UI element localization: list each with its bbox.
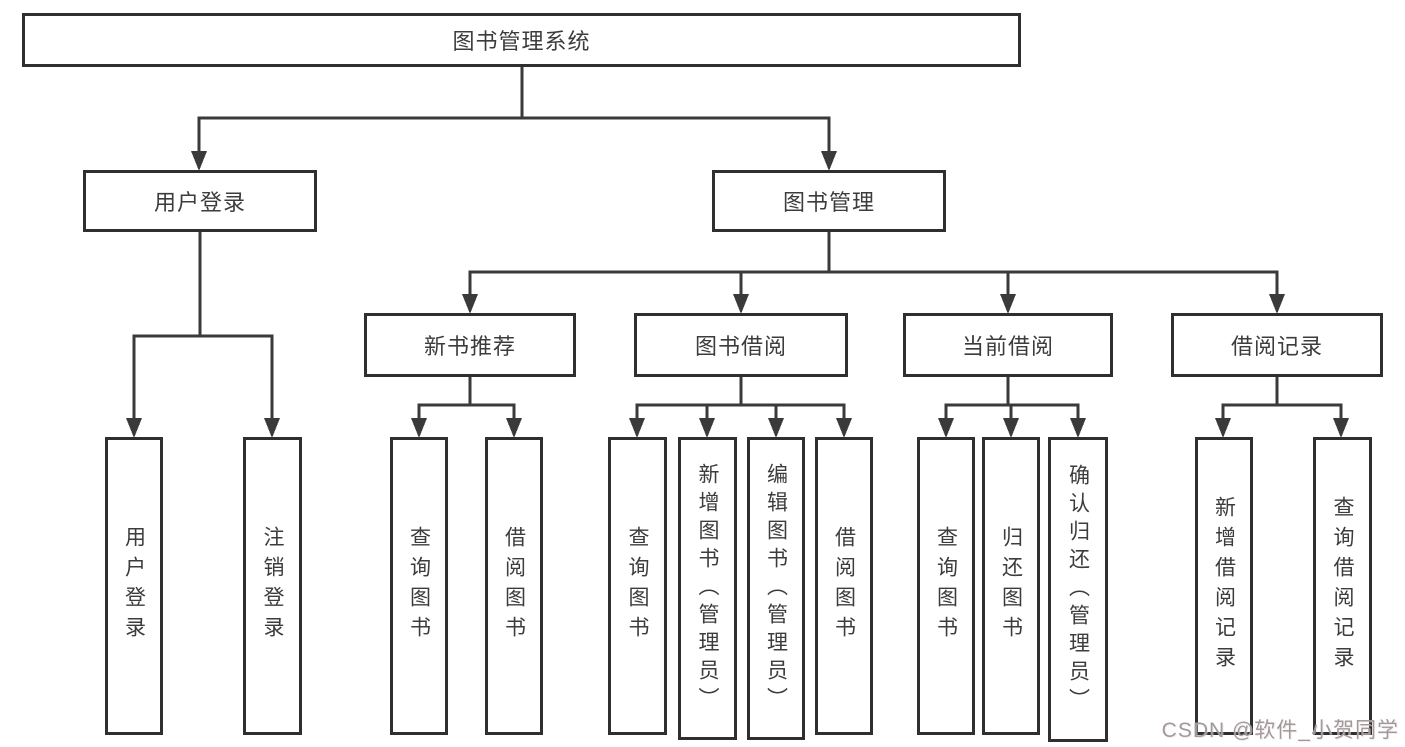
node-current-borrow: 当前借阅 <box>903 313 1113 377</box>
node-leaf-borrow-books-recommend: 借阅图书 <box>485 437 543 735</box>
node-borrow-records: 借阅记录 <box>1171 313 1383 377</box>
node-leaf-query-borrow-record: 查询借阅记录 <box>1313 437 1372 735</box>
node-leaf-user-login: 用户登录 <box>105 437 163 735</box>
node-new-book-recommend: 新书推荐 <box>364 313 576 377</box>
node-root: 图书管理系统 <box>22 13 1021 67</box>
node-leaf-borrow-books: 借阅图书 <box>815 437 873 735</box>
node-leaf-query-books-current: 查询图书 <box>917 437 975 735</box>
node-leaf-query-books-recommend: 查询图书 <box>390 437 448 735</box>
node-leaf-edit-book-admin: 编辑图书（管理员） <box>747 437 805 740</box>
node-leaf-confirm-return-admin: 确认归还（管理员） <box>1048 437 1108 742</box>
node-leaf-add-book-admin: 新增图书（管理员） <box>678 437 737 740</box>
node-leaf-return-books: 归还图书 <box>982 437 1040 735</box>
node-user-login-branch: 用户登录 <box>83 170 317 232</box>
node-leaf-query-books-borrow: 查询图书 <box>608 437 667 735</box>
node-leaf-add-borrow-record: 新增借阅记录 <box>1195 437 1253 735</box>
node-book-management: 图书管理 <box>712 170 946 232</box>
node-leaf-logout: 注销登录 <box>243 437 302 735</box>
node-book-borrow: 图书借阅 <box>634 313 848 377</box>
csdn-watermark: CSDN @软件_小贺同学 <box>1161 719 1399 742</box>
